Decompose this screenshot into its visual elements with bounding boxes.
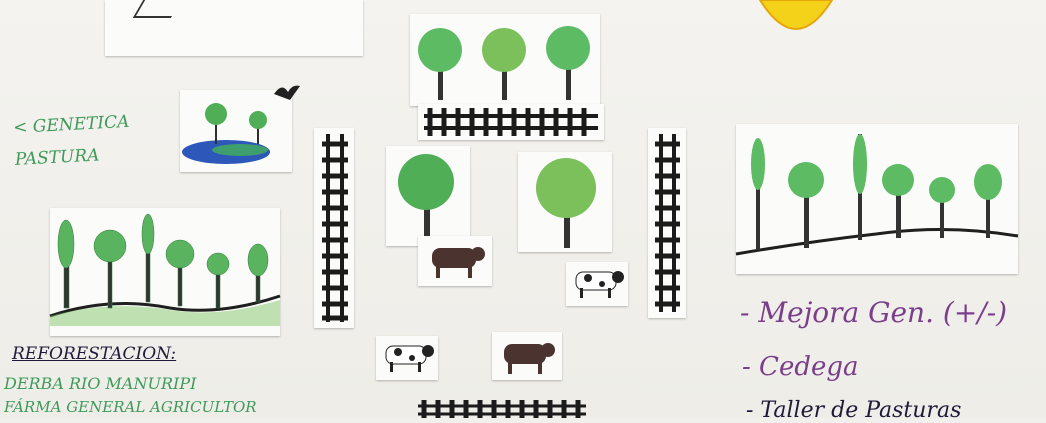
three-trees-card bbox=[410, 14, 600, 106]
cow-icon bbox=[376, 336, 438, 380]
tree-card-right bbox=[518, 152, 612, 252]
fence-icon bbox=[314, 128, 354, 328]
fence-icon bbox=[414, 398, 590, 418]
fence-horizontal-top bbox=[418, 104, 604, 140]
fence-vertical-1 bbox=[314, 128, 354, 328]
cow-card-spotted-2 bbox=[376, 336, 438, 380]
cow-icon bbox=[492, 332, 562, 380]
cow-icon bbox=[566, 262, 628, 306]
fence-icon bbox=[648, 128, 686, 318]
note-taller: - Taller de Pasturas bbox=[746, 398, 961, 423]
cow-card-brown-1 bbox=[418, 236, 492, 286]
tree-card-left bbox=[386, 146, 470, 246]
tree-icon bbox=[386, 146, 470, 246]
farm-line: FÁRMA GENERAL AGRICULTOR bbox=[4, 398, 257, 416]
note-cedega: - Cedega bbox=[742, 352, 859, 382]
pasture-water-card bbox=[180, 90, 292, 172]
reforestation-scene-right bbox=[736, 124, 1018, 274]
cow-card-brown-2 bbox=[492, 332, 562, 380]
reforestation-scene-left bbox=[50, 208, 280, 336]
fence-vertical-2 bbox=[648, 128, 686, 318]
genetica-label: < GENETICA PASTURA bbox=[12, 104, 165, 176]
tree-icon bbox=[518, 152, 612, 252]
reforestation-label: REFORESTACION: bbox=[12, 344, 176, 364]
bird-icon bbox=[274, 82, 300, 102]
sun-icon bbox=[756, 0, 836, 40]
note-mejora: - Mejora Gen. (+/-) bbox=[740, 296, 1007, 329]
fence-icon bbox=[418, 104, 604, 140]
river-line: DERBA RIO MANURIPI bbox=[4, 374, 196, 393]
cow-card-spotted-1 bbox=[566, 262, 628, 306]
cow-icon bbox=[418, 236, 492, 286]
